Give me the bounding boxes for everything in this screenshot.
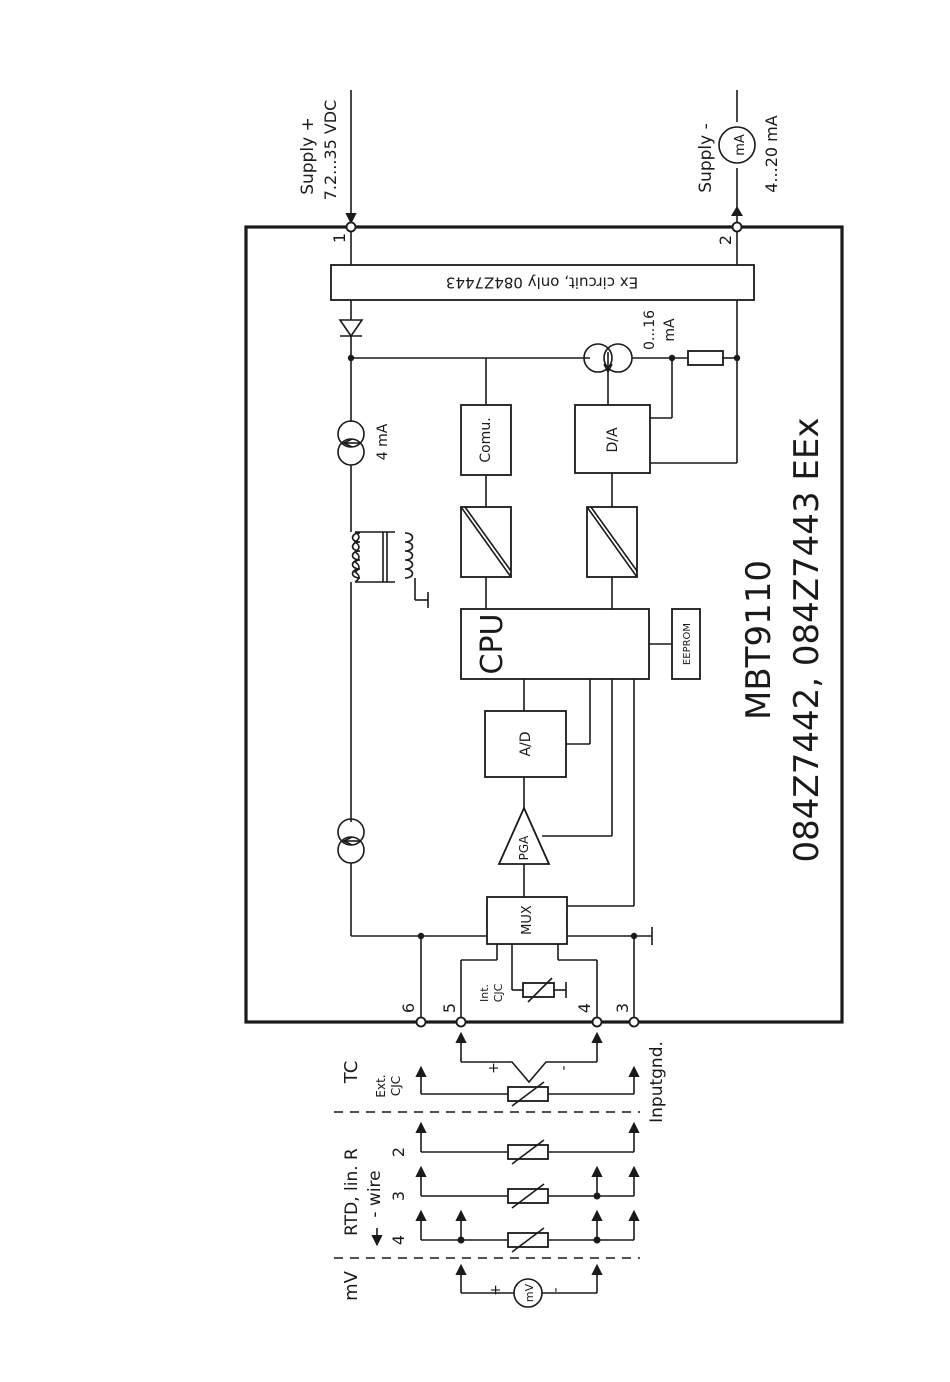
supply-plus-label: Supply + — [298, 117, 318, 195]
supply-minus-arrow — [731, 206, 743, 216]
da-label: D/A — [605, 427, 621, 452]
comu-label: Comu. — [478, 417, 494, 462]
tc-minus-sign: - — [556, 1065, 572, 1070]
supply-minus-range: 4...20 mA — [762, 115, 781, 192]
terminal-6-label: 6 — [399, 1003, 418, 1013]
tc-plus-sign: + — [486, 1062, 502, 1074]
supply-minus-label: Supply - — [696, 123, 716, 192]
terminal-6 — [417, 1018, 426, 1027]
rtd4-node-b — [594, 1237, 601, 1244]
mv-minus-sign: - — [548, 1287, 564, 1292]
int-cjc-thermistor — [523, 983, 554, 997]
rtd-section-label: RTD, lin. R — [342, 1148, 362, 1236]
terminal-5-label: 5 — [440, 1003, 459, 1013]
mv-section-label: mV — [341, 1270, 362, 1301]
ex-circuit-label: Ex circuit, only 084Z7443 — [446, 274, 638, 292]
terminal-2-label: 2 — [716, 235, 735, 245]
ext-cjc-label-1: Ext. — [374, 1074, 388, 1097]
terminal-1 — [347, 223, 356, 232]
int-cjc-label-2: CJC — [492, 983, 505, 1002]
mv-plus-sign: + — [488, 1284, 504, 1296]
cpu-label: CPU — [475, 614, 510, 675]
rtd-4wire-label: 4 — [389, 1235, 408, 1245]
transformer-coil-b — [405, 533, 413, 578]
thermocouple-junction — [461, 1062, 597, 1082]
transformer-primary-icon — [355, 532, 395, 582]
int-cjc-label-1: Int. — [478, 984, 491, 1002]
node-minus — [734, 355, 740, 361]
ad-label: A/D — [518, 731, 534, 756]
product-name: MBT9110 — [739, 560, 779, 720]
rtd4-node-a — [458, 1237, 465, 1244]
current-source-4ma-label: 4 mA — [375, 423, 391, 460]
terminal-4 — [593, 1018, 602, 1027]
supply-plus-range: 7.2...35 VDC — [321, 100, 340, 201]
eeprom-label: EEPROM — [682, 623, 693, 665]
diode-icon — [340, 320, 362, 336]
terminal-4-label: 4 — [575, 1003, 594, 1013]
sense-resistor — [688, 351, 723, 365]
terminal-1-label: 1 — [330, 233, 349, 243]
terminal-5 — [457, 1018, 466, 1027]
terminal-3 — [630, 1018, 639, 1027]
terminal-2 — [733, 223, 742, 232]
current-source-16ma-label-1: 0...16 — [642, 310, 658, 350]
rtd3-node — [594, 1193, 601, 1200]
rtd-wire-label: - wire — [365, 1170, 385, 1217]
product-models: 084Z7442, 084Z7443 EEx — [787, 418, 827, 863]
ma-meter-label: mA — [733, 134, 748, 156]
ext-cjc-label-2: CJC — [389, 1076, 403, 1096]
mux-label: MUX — [520, 905, 535, 935]
rtd-2wire-label: 2 — [389, 1147, 408, 1157]
current-source-16ma-label-2: mA — [662, 318, 678, 342]
rtd-3wire-label: 3 — [389, 1191, 408, 1201]
terminal-3-label: 3 — [613, 1003, 632, 1013]
pga-label: PGA — [517, 835, 531, 861]
input-gnd-label: Inputgnd. — [647, 1041, 667, 1123]
tc-section-label: TC — [341, 1061, 362, 1085]
mv-source-label: mV — [523, 1283, 536, 1302]
